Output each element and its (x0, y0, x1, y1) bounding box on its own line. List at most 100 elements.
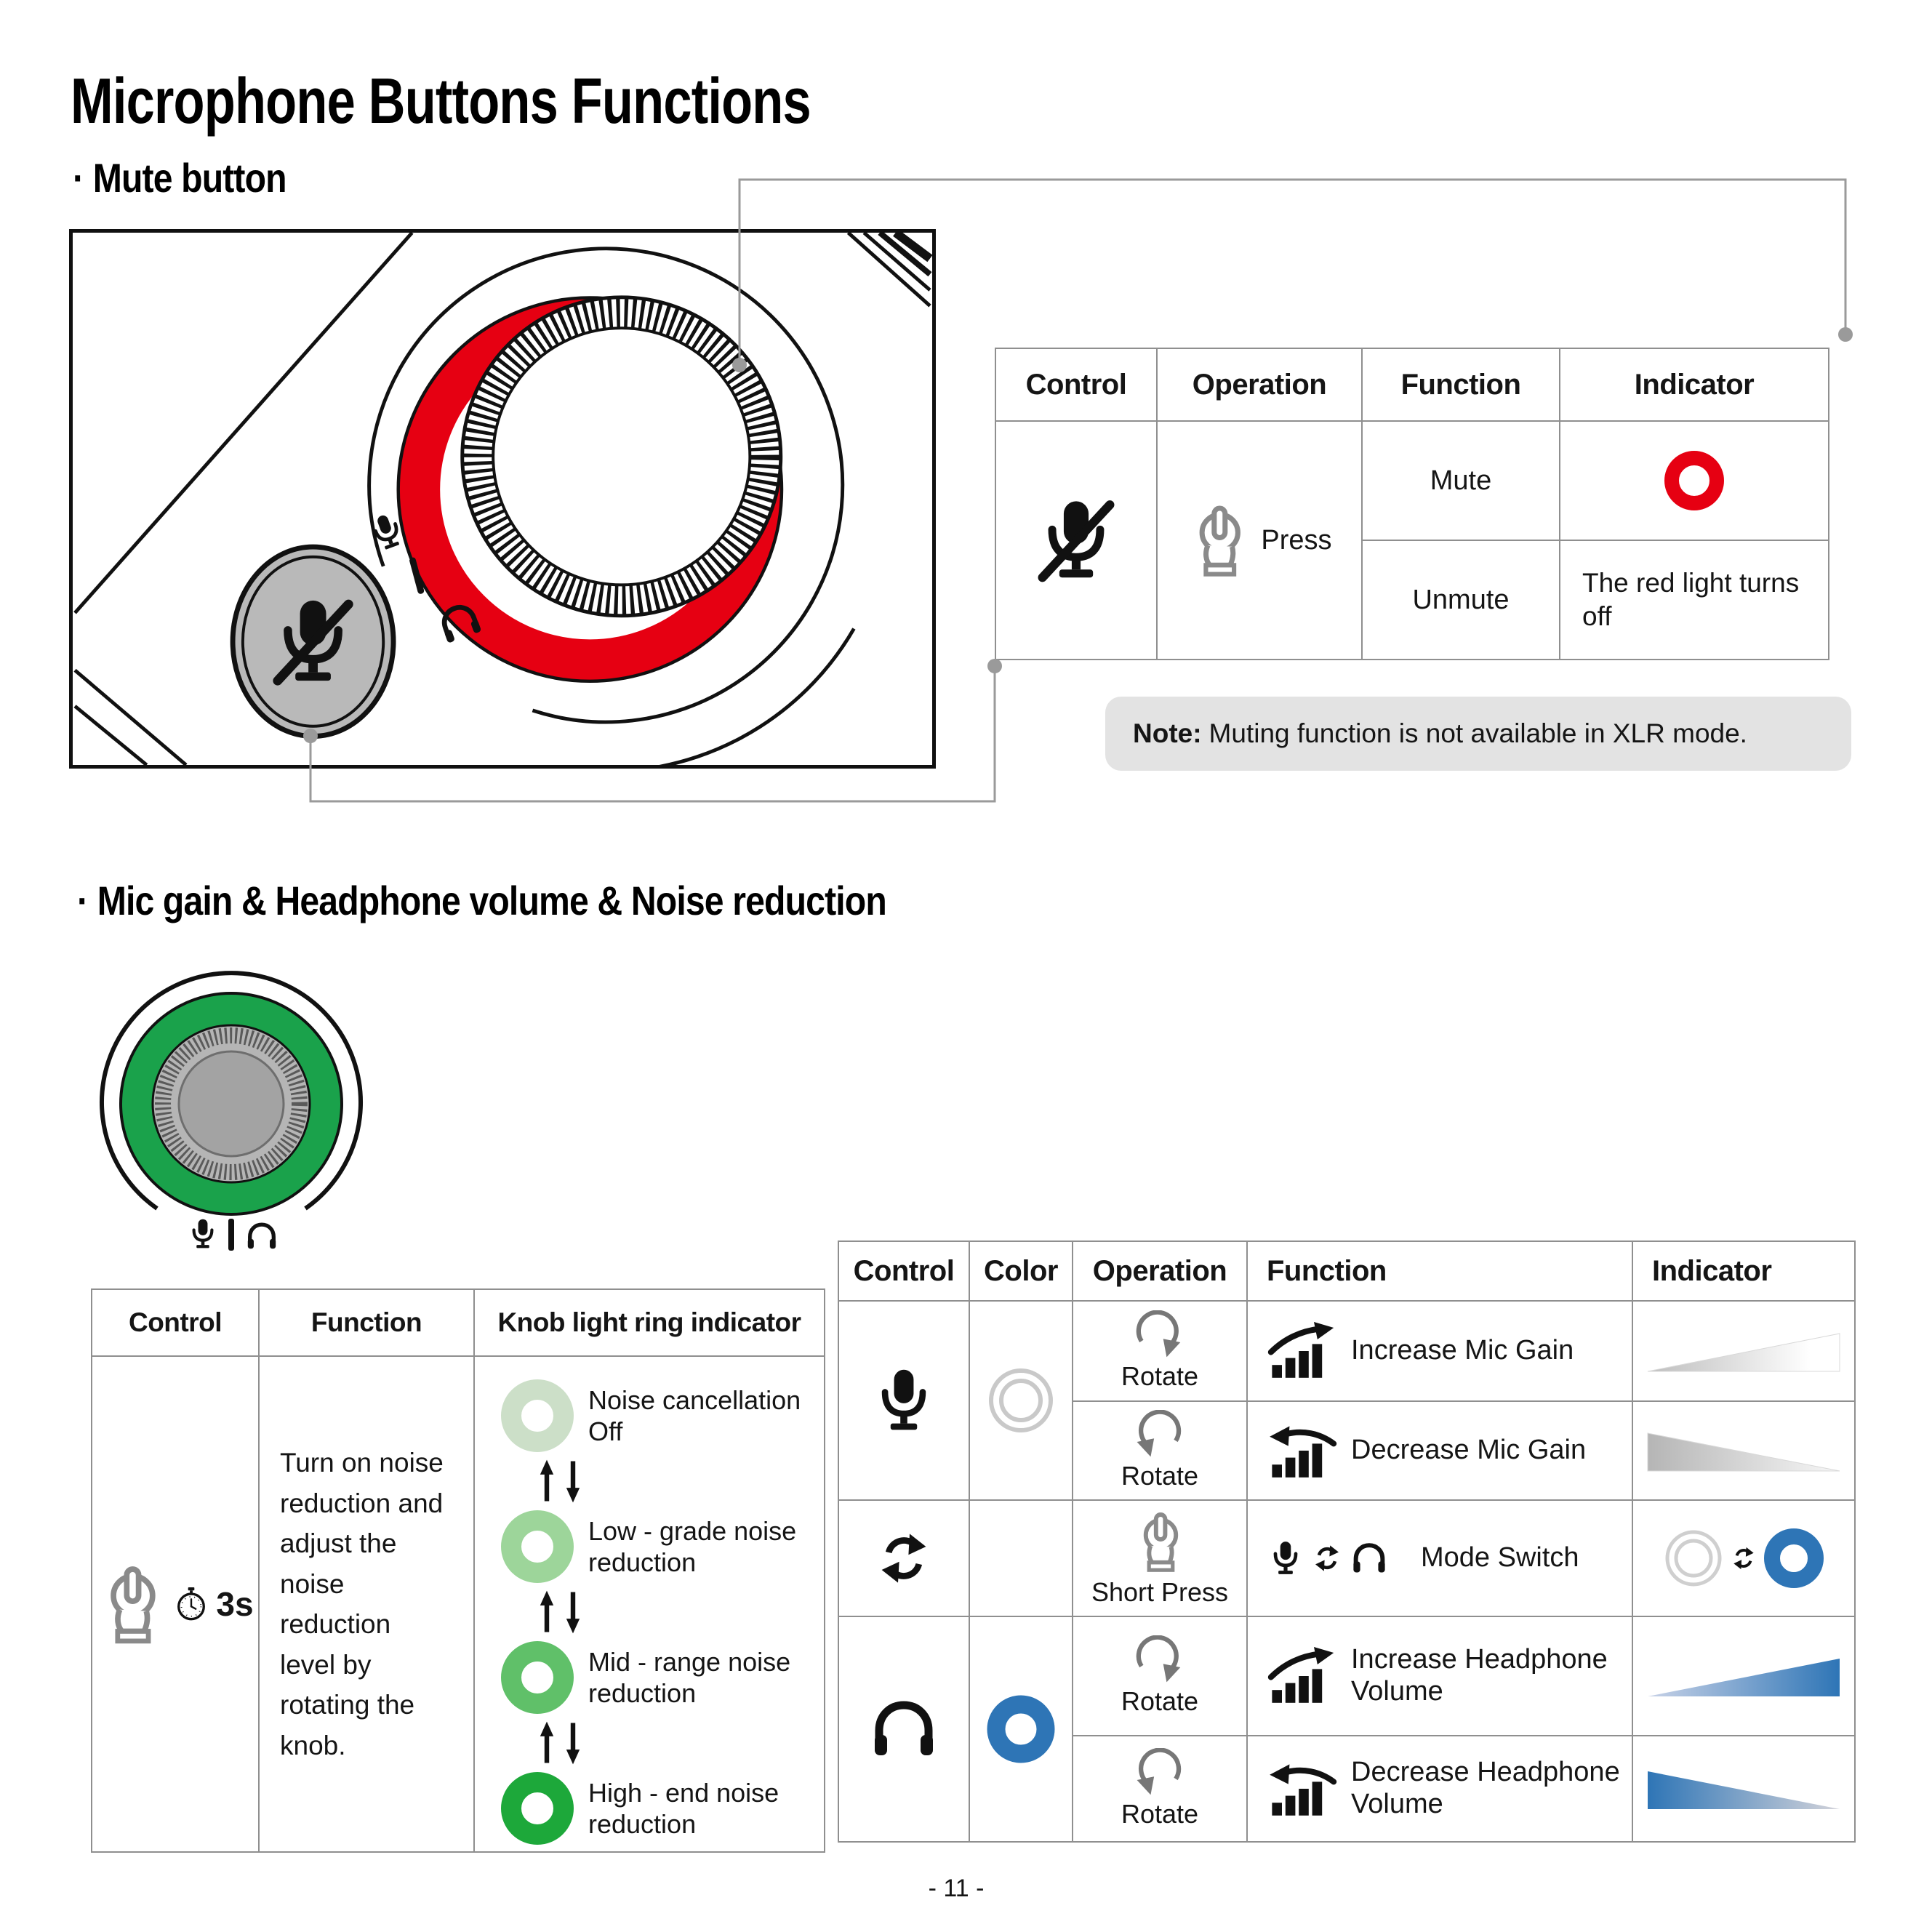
microphone-knob-drawing (73, 233, 932, 765)
gain-section-heading: · Mic gain & Headphone volume & Noise re… (77, 878, 887, 923)
gain-volume-table: Control Color Operation Function Indicat… (838, 1240, 1856, 1843)
knob-light-ring-cell: Noise cancellation Off Low - grade noise… (473, 1355, 825, 1853)
level-row: Low - grade noise reduction (500, 1504, 815, 1590)
col-header-color: Color (969, 1240, 1073, 1302)
col-header-function: Function (258, 1288, 475, 1357)
level-row: Noise cancellation Off (500, 1373, 815, 1459)
knurled-ring[interactable] (463, 298, 779, 614)
knurl-outer-edge (460, 295, 783, 618)
col-header-knob-light-ring: Knob light ring indicator (473, 1288, 825, 1357)
rotate-clockwise-icon (1131, 1310, 1188, 1358)
operation-cell: Rotate (1072, 1300, 1248, 1402)
press-hand-icon (97, 1562, 167, 1646)
mute-button-illustration (69, 229, 936, 769)
control-cell: 3s (91, 1355, 260, 1853)
knob-outer-arc (100, 971, 363, 1211)
operation-cell: Press (1156, 420, 1363, 660)
level-row: Mid - range noise reduction (500, 1635, 815, 1720)
blue-descending-wedge-icon (1648, 1771, 1840, 1809)
gain-up-icon (1267, 1322, 1338, 1380)
page-title: Microphone Buttons Functions (71, 65, 811, 137)
red-ring-indicator-icon (1664, 451, 1724, 510)
rotate-clockwise-icon (1131, 1635, 1188, 1683)
headphone-icon (1350, 1539, 1389, 1578)
note-text: Muting function is not available in XLR … (1208, 718, 1747, 748)
mute-indicator-cell (1559, 420, 1829, 541)
note-box: Note: Muting function is not available i… (1105, 697, 1851, 771)
toggle-arrows (539, 1459, 581, 1504)
white-ring-icon (989, 1368, 1053, 1432)
white-ring-icon (1665, 1530, 1722, 1587)
function-label: Decrease Headphone Volume (1351, 1757, 1620, 1819)
col-header-operation: Operation (1156, 348, 1363, 422)
function-cell: Mode Switch (1246, 1499, 1633, 1617)
callout-dot (987, 659, 1002, 673)
gray-ascending-wedge-icon (1647, 1333, 1840, 1372)
function-cell: Increase Mic Gain (1246, 1300, 1633, 1402)
volume-up-icon (1267, 1647, 1338, 1705)
green-light-ring (121, 994, 341, 1214)
marker-divider (228, 1219, 234, 1251)
hatch-line (893, 233, 932, 262)
mode-switch-icon (1732, 1545, 1755, 1571)
mode-control-cell (838, 1499, 970, 1617)
hatch-line (862, 233, 931, 292)
gain-knob-illustration (93, 964, 369, 1262)
function-label: Decrease Mic Gain (1351, 1435, 1587, 1466)
indicator-cell (1632, 1300, 1856, 1402)
hatch-line (73, 705, 148, 765)
function-cell: Increase Headphone Volume (1246, 1616, 1633, 1736)
arrow-down-icon (565, 1721, 581, 1765)
function-text: Turn on noise reduction and adjust the n… (280, 1448, 444, 1760)
operation-label: Rotate (1121, 1461, 1199, 1491)
arrow-down-icon (565, 1459, 581, 1503)
microphone-icon (869, 1366, 939, 1435)
operation-label: Short Press (1091, 1577, 1229, 1607)
ring-level-mid-icon (501, 1641, 574, 1714)
level-label: Mid - range noise reduction (588, 1646, 791, 1708)
blue-ring-icon (1764, 1528, 1824, 1588)
function-label: Increase Mic Gain (1351, 1335, 1574, 1366)
indicator-cell (1632, 1735, 1856, 1843)
function-label: Mode Switch (1421, 1542, 1579, 1574)
col-header-control: Control (91, 1288, 260, 1357)
arrow-up-icon (539, 1459, 555, 1503)
control-cell (995, 420, 1158, 660)
volume-down-icon (1267, 1760, 1338, 1818)
col-header-indicator: Indicator (1632, 1240, 1856, 1302)
knob-face-edge (492, 326, 752, 587)
headphone-control-cell (838, 1616, 970, 1843)
mute-function-cell: Mute (1361, 420, 1560, 541)
mute-function-table: Control Operation Function Indicator Pre… (995, 348, 1829, 660)
ring-level-high-icon (501, 1772, 574, 1845)
mode-switch-icon (875, 1529, 933, 1587)
blue-ascending-wedge-icon (1648, 1659, 1840, 1696)
mute-section-heading: · Mute button (73, 155, 287, 201)
hold-duration-label: 3s (216, 1585, 254, 1623)
operation-label: Rotate (1121, 1799, 1199, 1829)
press-hand-icon (1133, 1509, 1187, 1574)
gain-down-icon (1267, 1422, 1338, 1480)
knurled-ring[interactable] (155, 1027, 308, 1180)
col-header-control: Control (838, 1240, 970, 1302)
headphone-marker-icon (248, 1224, 276, 1248)
gray-descending-wedge-icon (1647, 1432, 1840, 1472)
level-label: Low - grade noise reduction (588, 1515, 797, 1577)
operation-cell: Rotate (1072, 1616, 1248, 1736)
microphone-icon (1267, 1539, 1304, 1577)
level-label: High - end noise reduction (588, 1777, 779, 1839)
function-cell: Turn on noise reduction and adjust the n… (258, 1355, 475, 1853)
noise-reduction-table: Control Function Knob light ring indicat… (91, 1288, 825, 1853)
marker-divider (409, 557, 425, 594)
level-label: Noise cancellation Off (588, 1384, 801, 1446)
gain-knob-drawing (100, 971, 363, 1251)
mode-color-cell (969, 1499, 1073, 1617)
knob-face (494, 329, 749, 584)
indicator-cell (1632, 1616, 1856, 1736)
muted-microphone-icon (1032, 496, 1121, 585)
function-label: Increase Headphone Volume (1351, 1644, 1608, 1707)
unmute-indicator-cell: The red light turns off (1559, 540, 1829, 660)
blue-ring-icon (987, 1695, 1055, 1763)
ring-level-off-icon (501, 1379, 574, 1452)
col-header-function: Function (1361, 348, 1560, 422)
